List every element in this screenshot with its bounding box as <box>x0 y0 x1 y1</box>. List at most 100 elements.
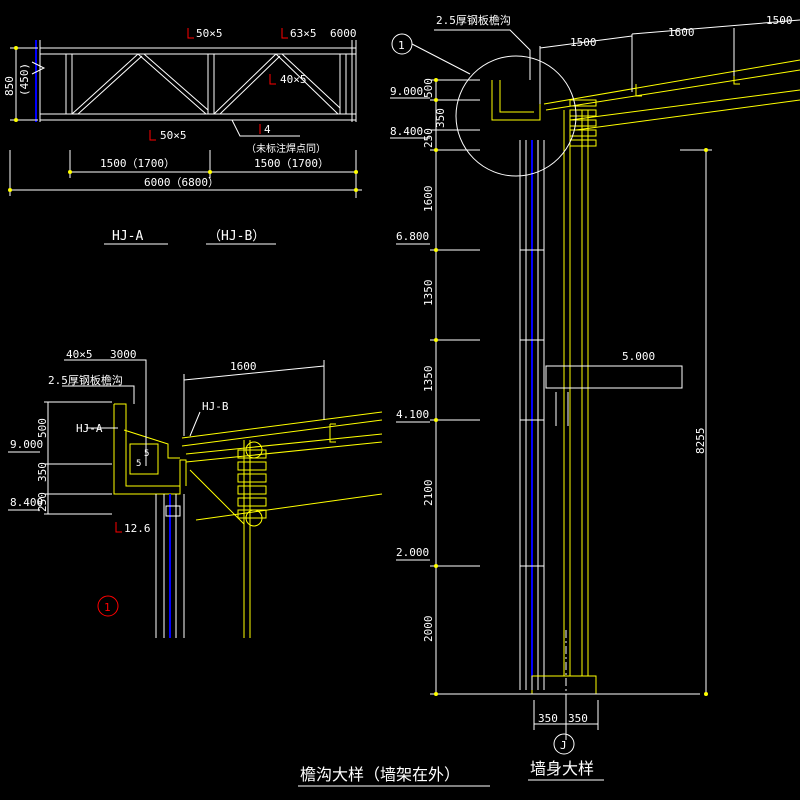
wall-section-right <box>298 19 800 787</box>
left-span-label: 1600 <box>230 360 257 373</box>
left-dim-250: 250 <box>36 492 49 512</box>
bolt-row <box>569 119 597 127</box>
angle-symbol-top-chord <box>187 28 194 39</box>
girt-left <box>165 505 181 517</box>
truss-height-label-b: (450) <box>18 63 31 96</box>
crane-bracket <box>555 392 569 426</box>
truss-top-chord-2-label: 63×5 <box>290 27 317 40</box>
truss-plate-label: 4 <box>264 123 271 136</box>
tick <box>434 148 438 152</box>
right-dim-250: 250 <box>422 128 435 148</box>
left-elev-dims <box>44 401 112 515</box>
right-dim-1350b: 1350 <box>422 366 435 393</box>
base-dim-350-left: 350 <box>538 712 558 725</box>
right-dim-350: 350 <box>434 108 447 128</box>
left-gutter-note: 2.5厚钢板檐沟 <box>48 373 123 387</box>
truss-text: 850 (450) 50×5 63×5 6000 40×5 50×5 4 （未标… <box>3 27 357 244</box>
tick <box>704 692 708 696</box>
joint-circle-top <box>245 441 263 459</box>
right-dim-1600v: 1600 <box>422 186 435 213</box>
detail-callout-circle <box>455 55 577 177</box>
tick <box>208 170 212 174</box>
title-underlines <box>298 779 604 787</box>
right-top-dims <box>539 19 800 104</box>
rafter-brace-left <box>189 469 383 525</box>
left-elev-840: 8.400 <box>10 496 43 509</box>
left-text: 40×5 3000 2.5厚钢板檐沟 1600 HJ-A HJ-B 9.000 … <box>10 348 257 614</box>
left-span-dim <box>183 360 325 436</box>
right-elev-840: 8.400 <box>390 125 423 138</box>
drawing-titles: 檐沟大样（墙架在外） 墙身大样 <box>300 759 594 784</box>
joint-circle-bottom <box>245 509 263 527</box>
left-marks <box>97 522 122 617</box>
truss-vertical-3 <box>339 53 347 115</box>
wall-girts-right <box>520 249 544 567</box>
right-dim-2000: 2000 <box>422 616 435 643</box>
tick <box>434 78 438 82</box>
right-gutter-note: 2.5厚钢板檐沟 <box>436 13 511 27</box>
angle-symbol-bottom-chord <box>149 130 156 141</box>
base-width-dim <box>533 700 599 740</box>
tick <box>68 170 72 174</box>
right-text: 1 2.5厚钢板檐沟 1500 1600 1500 9.000 8.400 6.… <box>390 13 793 752</box>
tick <box>354 188 358 192</box>
eave-detail-left <box>8 359 383 638</box>
truss-weld-leader <box>231 119 300 137</box>
right-gutter-leader <box>434 29 531 80</box>
left-callout-number: 1 <box>104 601 111 614</box>
bolt-row <box>237 497 267 507</box>
tick <box>354 170 358 174</box>
truss-vertical-1 <box>65 53 73 115</box>
right-dim-1500: 1500 <box>570 36 597 49</box>
truss-elevation <box>9 40 362 245</box>
left-leaders <box>62 359 201 466</box>
bolt-row <box>237 473 267 483</box>
main-column-right <box>563 110 589 676</box>
truss-break-mark <box>31 61 46 75</box>
truss-height-label: 850 <box>3 76 16 96</box>
right-elev-410: 4.100 <box>396 408 429 421</box>
left-hja-label: HJ-A <box>76 422 103 435</box>
rafter-right <box>543 59 800 131</box>
truss-diagonal-4 <box>275 53 341 115</box>
tick <box>434 338 438 342</box>
main-column-left <box>243 440 251 638</box>
right-dim-ext-lines <box>430 79 700 695</box>
right-elev-500: 5.000 <box>622 350 655 363</box>
bolt-row <box>237 461 267 471</box>
left-angle-label: 40×5 <box>66 348 93 361</box>
tick <box>434 98 438 102</box>
angle-symbol-diagonal <box>269 74 276 85</box>
wall-column-left <box>155 494 185 638</box>
wall-column-right <box>519 140 545 690</box>
right-dim-1500b: 1500 <box>766 14 793 27</box>
bolt-row <box>569 99 597 107</box>
left-weld-5a: 5 <box>144 449 149 459</box>
wall-detail-title: 墙身大样 <box>530 759 594 778</box>
bolt-row <box>569 129 597 137</box>
right-dim-1350a: 1350 <box>422 280 435 307</box>
purlin-left <box>329 423 336 443</box>
rafter-left <box>181 411 383 463</box>
tick <box>14 118 18 122</box>
right-elev-200: 2.000 <box>396 546 429 559</box>
left-elev-900: 9.000 <box>10 438 43 451</box>
truss-panel-2-label: 1500（1700） <box>254 157 329 170</box>
right-callout-number: 1 <box>398 39 405 52</box>
truss-name-a: HJ-A <box>112 229 143 244</box>
right-elev-900: 9.000 <box>390 85 423 98</box>
truss-panel-1-label: 1500（1700） <box>100 157 175 170</box>
gutter-bracket-left <box>129 443 159 475</box>
truss-diagonal-2 <box>137 53 209 115</box>
left-channel-label: 12.6 <box>124 522 151 535</box>
tick <box>434 692 438 696</box>
callout-circle-left <box>97 595 119 617</box>
truss-top-chord-label: 50×5 <box>196 27 223 40</box>
tick <box>434 248 438 252</box>
left-dim-500: 500 <box>36 418 49 438</box>
left-hjb-label: HJ-B <box>202 400 229 413</box>
right-dim-500: 500 <box>422 78 435 98</box>
gutter-left <box>113 403 187 495</box>
